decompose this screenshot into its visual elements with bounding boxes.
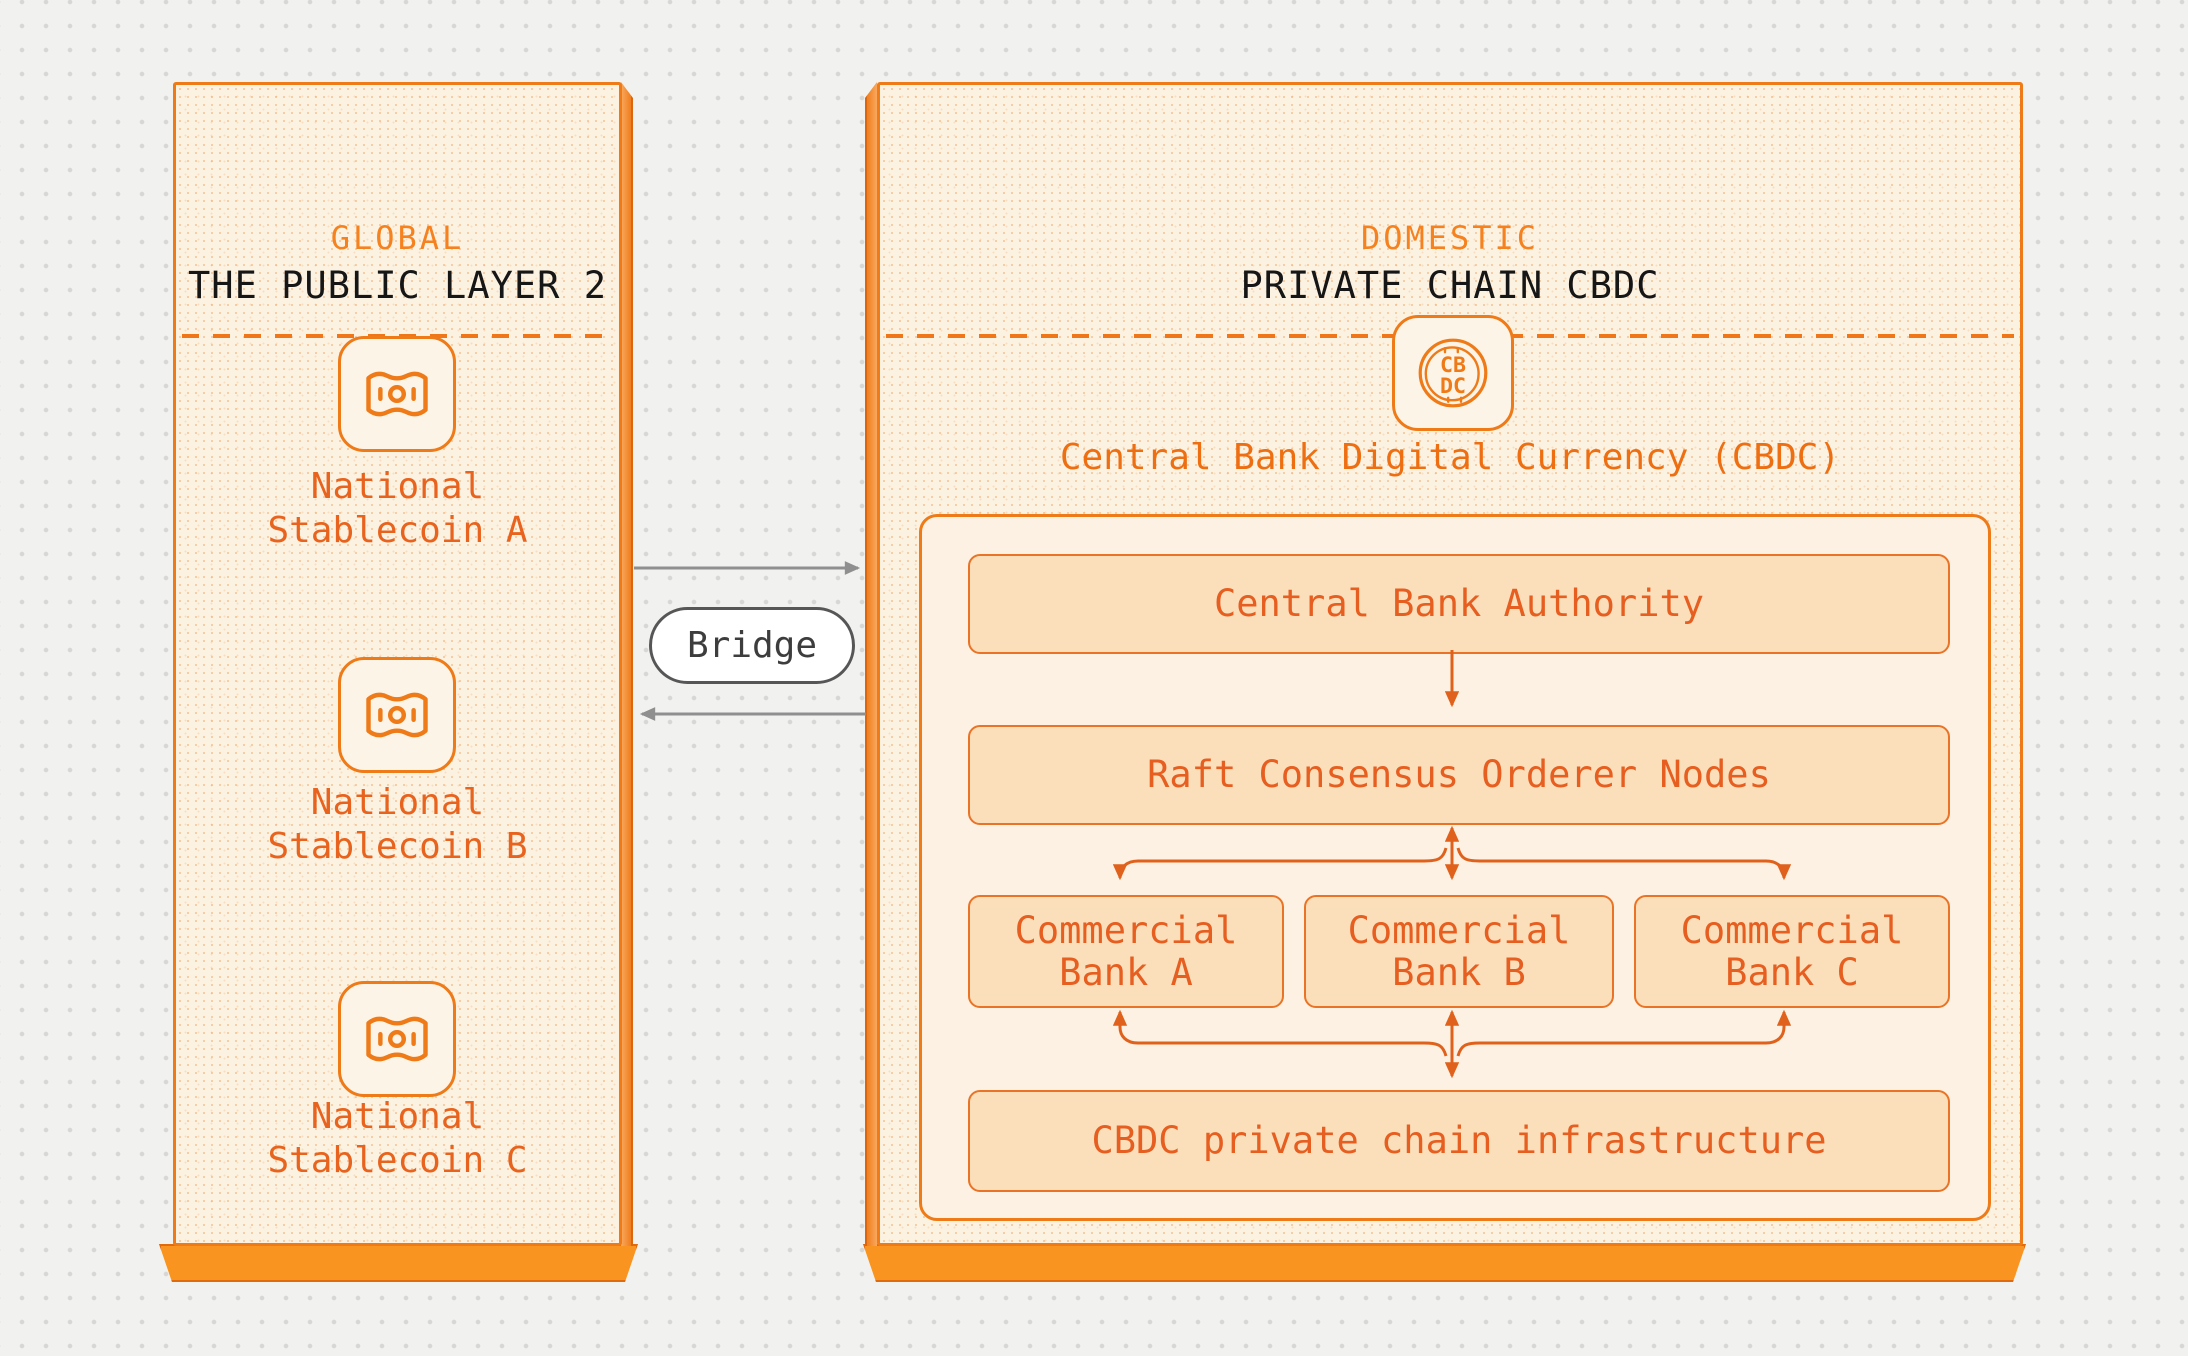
left-panel-label: GLOBAL bbox=[330, 219, 465, 257]
cbdc-caption: Central Bank Digital Currency (CBDC) bbox=[1059, 437, 1841, 478]
coin-text-line2: DC bbox=[1440, 374, 1466, 399]
global-public-layer-panel: GLOBAL THE PUBLIC LAYER 2 National Stabl… bbox=[173, 82, 622, 1246]
right-panel-side-edge bbox=[865, 82, 877, 1246]
cbdc-coin-icon: CB DC bbox=[1418, 338, 1488, 408]
banknote-icon bbox=[366, 1016, 428, 1062]
stablecoin-a-tile bbox=[338, 336, 456, 452]
stablecoin-b-tile bbox=[338, 657, 456, 773]
coin-text-line1: CB bbox=[1440, 353, 1466, 378]
node-label-line2: Bank C bbox=[1725, 950, 1859, 994]
right-panel-label: DOMESTIC bbox=[1360, 219, 1540, 257]
node-raft-orderer: Raft Consensus Orderer Nodes bbox=[968, 725, 1950, 825]
stablecoin-c-tile bbox=[338, 981, 456, 1097]
stablecoin-c-line2: Stablecoin C bbox=[267, 1140, 528, 1181]
domestic-private-chain-panel: DOMESTIC PRIVATE CHAIN CBDC CB DC Centra… bbox=[877, 82, 2023, 1246]
left-panel-side-edge bbox=[621, 82, 633, 1246]
cbdc-coin-tile: CB DC bbox=[1392, 315, 1514, 431]
node-label-line2: Bank A bbox=[1059, 950, 1193, 994]
banknote-icon bbox=[366, 371, 428, 417]
node-central-bank-authority: Central Bank Authority bbox=[968, 554, 1950, 654]
bridge-node: Bridge bbox=[649, 607, 855, 684]
node-cbdc-infrastructure: CBDC private chain infrastructure bbox=[968, 1090, 1950, 1192]
node-label-line1: Commercial bbox=[1680, 908, 1904, 952]
right-panel-base bbox=[863, 1244, 2026, 1282]
node-label-line2: Bank B bbox=[1392, 950, 1526, 994]
node-label-line1: Commercial bbox=[1347, 908, 1571, 952]
stablecoin-a-label: National Stablecoin A bbox=[176, 465, 619, 553]
stablecoin-b-line1: National bbox=[310, 782, 485, 823]
stablecoin-c-line1: National bbox=[310, 1096, 485, 1137]
stablecoin-b-label: National Stablecoin B bbox=[176, 781, 619, 869]
stablecoin-b-line2: Stablecoin B bbox=[267, 826, 528, 867]
stablecoin-c-label: National Stablecoin C bbox=[176, 1095, 619, 1183]
left-panel-base bbox=[159, 1244, 638, 1282]
node-commercial-bank-b: Commercial Bank B bbox=[1304, 895, 1614, 1008]
node-label: Raft Consensus Orderer Nodes bbox=[1147, 753, 1771, 796]
node-label: CBDC private chain infrastructure bbox=[1091, 1119, 1827, 1162]
stablecoin-a-line1: National bbox=[310, 466, 485, 507]
bridge-label: Bridge bbox=[686, 625, 818, 666]
left-panel-title: THE PUBLIC LAYER 2 bbox=[188, 264, 607, 307]
node-commercial-bank-c: Commercial Bank C bbox=[1634, 895, 1950, 1008]
node-commercial-bank-a: Commercial Bank A bbox=[968, 895, 1284, 1008]
right-panel-title: PRIVATE CHAIN CBDC bbox=[1240, 264, 1660, 307]
cbdc-network-container: Central Bank Authority Raft Consensus Or… bbox=[919, 514, 1991, 1221]
node-label-line1: Commercial bbox=[1014, 908, 1238, 952]
node-label: Central Bank Authority bbox=[1213, 582, 1705, 625]
stablecoin-a-line2: Stablecoin A bbox=[267, 510, 528, 551]
banknote-icon bbox=[366, 692, 428, 738]
